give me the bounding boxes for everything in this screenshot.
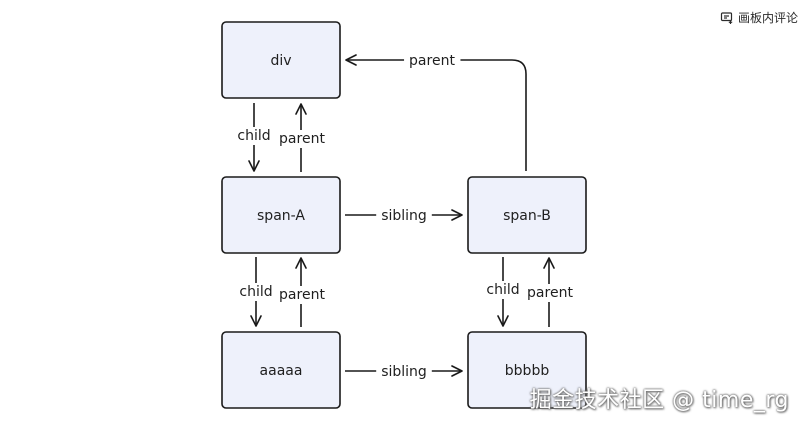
edge-label-spanB-to-div: parent bbox=[404, 52, 461, 70]
edge-label-background bbox=[234, 283, 278, 301]
node-label: aaaaa bbox=[260, 363, 303, 379]
edge-label-text: sibling bbox=[381, 364, 427, 380]
node-box bbox=[467, 331, 587, 409]
node-label: div bbox=[270, 53, 291, 69]
edge-label-background bbox=[481, 281, 525, 299]
nodes-layer: div span-A span-B aaaaa bbbbb bbox=[221, 21, 587, 409]
board-comment-button[interactable]: 画板内评论 bbox=[720, 9, 798, 26]
board-comment-label: 画板内评论 bbox=[737, 11, 798, 25]
edge-labels-layer: child parent parent sibling child parent child… bbox=[232, 52, 579, 381]
edge-label-aaaaa-to-spanA: parent bbox=[274, 286, 331, 304]
node-aaaaa: aaaaa bbox=[221, 331, 341, 409]
node-box bbox=[221, 331, 341, 409]
watermark: 掘金技术社区 @ time_rg bbox=[529, 388, 789, 413]
edge-label-text: parent bbox=[279, 131, 325, 147]
node-div: div bbox=[221, 21, 341, 99]
edge-spanB-to-div bbox=[345, 54, 527, 171]
node-box bbox=[221, 176, 341, 254]
edge-label-background bbox=[522, 284, 579, 302]
node-label: span-B bbox=[503, 208, 551, 224]
edge-label-text: child bbox=[237, 128, 270, 144]
node-box bbox=[467, 176, 587, 254]
node-box bbox=[221, 21, 341, 99]
edge-label-aaaaa-to-bbbbb: sibling bbox=[376, 363, 432, 381]
edge-label-background bbox=[274, 130, 331, 148]
edge-label-spanB-to-bbbbb: child bbox=[481, 281, 525, 299]
edge-label-text: child bbox=[239, 284, 272, 300]
node-label: span-A bbox=[257, 208, 305, 224]
comment-icon bbox=[720, 11, 734, 25]
edge-label-text: parent bbox=[409, 53, 455, 69]
edge-label-div-to-spanA: child bbox=[232, 127, 276, 145]
edge-label-text: parent bbox=[527, 285, 573, 301]
node-span-B: span-B bbox=[467, 176, 587, 254]
edge-label-spanA-to-aaaaa: child bbox=[234, 283, 278, 301]
edge-label-background bbox=[274, 286, 331, 304]
edge-label-text: child bbox=[486, 282, 519, 298]
edge-label-spanA-to-spanB: sibling bbox=[376, 207, 432, 225]
edge-label-background bbox=[376, 207, 432, 225]
edge-label-text: parent bbox=[279, 287, 325, 303]
node-bbbbb: bbbbb bbox=[467, 331, 587, 409]
edge-label-bbbbb-to-spanB: parent bbox=[522, 284, 579, 302]
node-span-A: span-A bbox=[221, 176, 341, 254]
edge-label-text: sibling bbox=[381, 208, 427, 224]
edge-label-background bbox=[376, 363, 432, 381]
edge-label-spanA-to-div: parent bbox=[274, 130, 331, 148]
node-label: bbbbb bbox=[505, 363, 550, 379]
edge-label-background bbox=[404, 52, 461, 70]
edge-label-background bbox=[232, 127, 276, 145]
